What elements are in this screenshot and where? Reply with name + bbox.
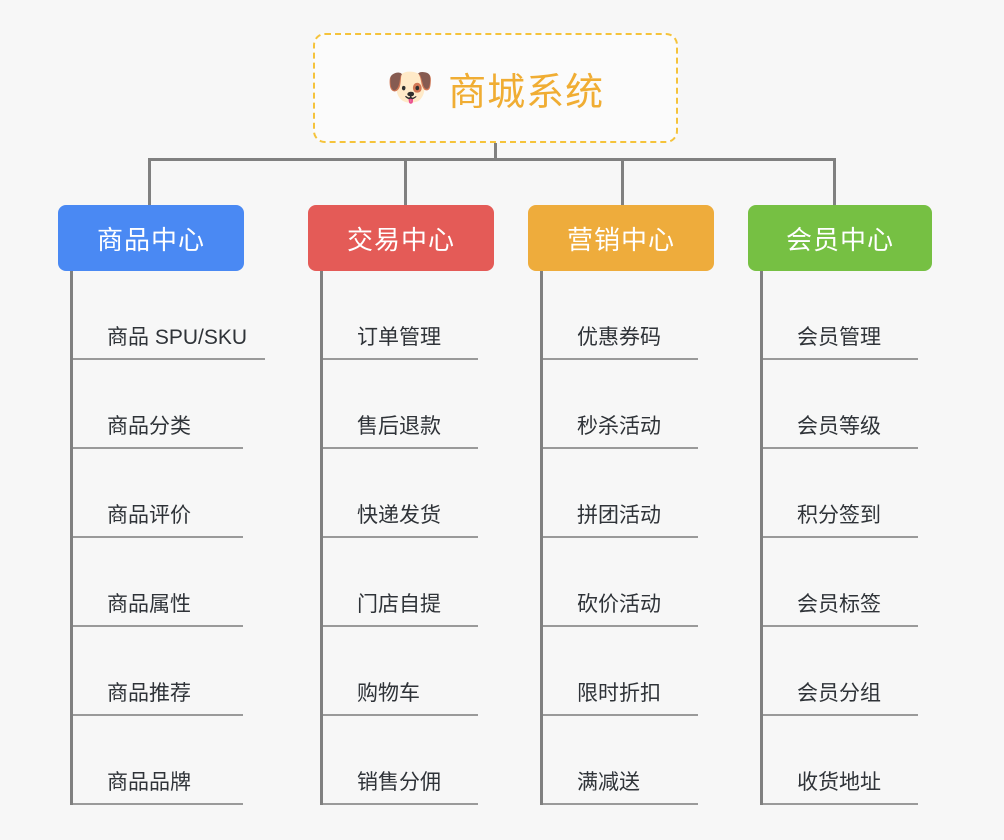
list-item[interactable]: 砍价活动 <box>540 538 756 627</box>
leaf-label: 秒杀活动 <box>543 410 698 449</box>
leaf-label: 商品分类 <box>73 410 243 449</box>
leaf-list-1: 商品 SPU/SKU 商品分类 商品评价 商品属性 商品推荐 商品品牌 <box>70 271 286 805</box>
list-item[interactable]: 售后退款 <box>320 360 536 449</box>
list-item[interactable]: 订单管理 <box>320 271 536 360</box>
leaf-label: 购物车 <box>323 677 478 716</box>
leaf-label: 会员标签 <box>763 588 918 627</box>
leaf-label: 订单管理 <box>323 321 478 360</box>
list-item[interactable]: 积分签到 <box>760 449 976 538</box>
connector-horizontal-bus <box>148 158 836 161</box>
category-header-4-label: 会员中心 <box>785 224 894 255</box>
leaf-label: 收货地址 <box>763 766 918 805</box>
list-item[interactable]: 商品品牌 <box>70 716 286 805</box>
category-header-3[interactable]: 营销中心 <box>528 205 714 271</box>
leaf-label: 售后退款 <box>323 410 478 449</box>
category-header-2-label: 交易中心 <box>346 224 455 255</box>
connector-spine-1 <box>70 271 73 805</box>
list-item[interactable]: 门店自提 <box>320 538 536 627</box>
leaf-list-2: 订单管理 售后退款 快递发货 门店自提 购物车 销售分佣 <box>320 271 536 805</box>
list-item[interactable]: 销售分佣 <box>320 716 536 805</box>
leaf-label: 限时折扣 <box>543 677 698 716</box>
list-item[interactable]: 商品推荐 <box>70 627 286 716</box>
category-column-交易中心: 交易中心 订单管理 售后退款 快递发货 门店自提 购物车 销售分佣 <box>308 205 536 805</box>
category-header-3-label: 营销中心 <box>566 224 675 255</box>
list-item[interactable]: 拼团活动 <box>540 449 756 538</box>
category-column-商品中心: 商品中心 商品 SPU/SKU 商品分类 商品评价 商品属性 商品推荐 商品品牌 <box>58 205 286 805</box>
connector-drop-3 <box>621 158 624 205</box>
leaf-label: 快递发货 <box>323 499 478 538</box>
leaf-label: 商品评价 <box>73 499 243 538</box>
list-item[interactable]: 购物车 <box>320 627 536 716</box>
leaf-label: 商品 SPU/SKU <box>73 321 266 360</box>
list-item[interactable]: 商品分类 <box>70 360 286 449</box>
leaf-label: 满减送 <box>543 766 698 805</box>
list-item[interactable]: 限时折扣 <box>540 627 756 716</box>
connector-drop-2 <box>404 158 407 205</box>
leaf-label: 商品属性 <box>73 588 243 627</box>
leaf-label: 拼团活动 <box>543 499 698 538</box>
list-item[interactable]: 满减送 <box>540 716 756 805</box>
connector-drop-1 <box>148 158 151 205</box>
leaf-label: 会员分组 <box>763 677 918 716</box>
shiba-dog-face-icon: 🐶 <box>386 67 435 109</box>
list-item[interactable]: 会员等级 <box>760 360 976 449</box>
leaf-list-4: 会员管理 会员等级 积分签到 会员标签 会员分组 收货地址 <box>760 271 976 805</box>
leaf-label: 会员管理 <box>763 321 918 360</box>
category-header-2[interactable]: 交易中心 <box>308 205 494 271</box>
connector-spine-2 <box>320 271 323 805</box>
connector-spine-3 <box>540 271 543 805</box>
leaf-label: 砍价活动 <box>543 588 698 627</box>
leaf-label: 门店自提 <box>323 588 478 627</box>
leaf-list-3: 优惠券码 秒杀活动 拼团活动 砍价活动 限时折扣 满减送 <box>540 271 756 805</box>
root-node[interactable]: 🐶 商城系统 <box>313 33 678 143</box>
connector-spine-4 <box>760 271 763 805</box>
category-column-会员中心: 会员中心 会员管理 会员等级 积分签到 会员标签 会员分组 收货地址 <box>748 205 976 805</box>
leaf-label: 商品品牌 <box>73 766 243 805</box>
leaf-label: 商品推荐 <box>73 677 243 716</box>
list-item[interactable]: 商品属性 <box>70 538 286 627</box>
list-item[interactable]: 秒杀活动 <box>540 360 756 449</box>
list-item[interactable]: 优惠券码 <box>540 271 756 360</box>
connector-root-stem <box>494 143 497 160</box>
leaf-label: 会员等级 <box>763 410 918 449</box>
connector-drop-4 <box>833 158 836 205</box>
leaf-label: 销售分佣 <box>323 766 478 805</box>
category-header-1-label: 商品中心 <box>96 224 205 255</box>
category-header-1[interactable]: 商品中心 <box>58 205 244 271</box>
list-item[interactable]: 商品 SPU/SKU <box>70 271 286 360</box>
list-item[interactable]: 会员标签 <box>760 538 976 627</box>
list-item[interactable]: 商品评价 <box>70 449 286 538</box>
list-item[interactable]: 会员管理 <box>760 271 976 360</box>
list-item[interactable]: 快递发货 <box>320 449 536 538</box>
leaf-label: 积分签到 <box>763 499 918 538</box>
category-column-营销中心: 营销中心 优惠券码 秒杀活动 拼团活动 砍价活动 限时折扣 满减送 <box>528 205 756 805</box>
category-header-4[interactable]: 会员中心 <box>748 205 932 271</box>
list-item[interactable]: 收货地址 <box>760 716 976 805</box>
list-item[interactable]: 会员分组 <box>760 627 976 716</box>
root-title: 商城系统 <box>448 71 605 114</box>
leaf-label: 优惠券码 <box>543 321 698 360</box>
